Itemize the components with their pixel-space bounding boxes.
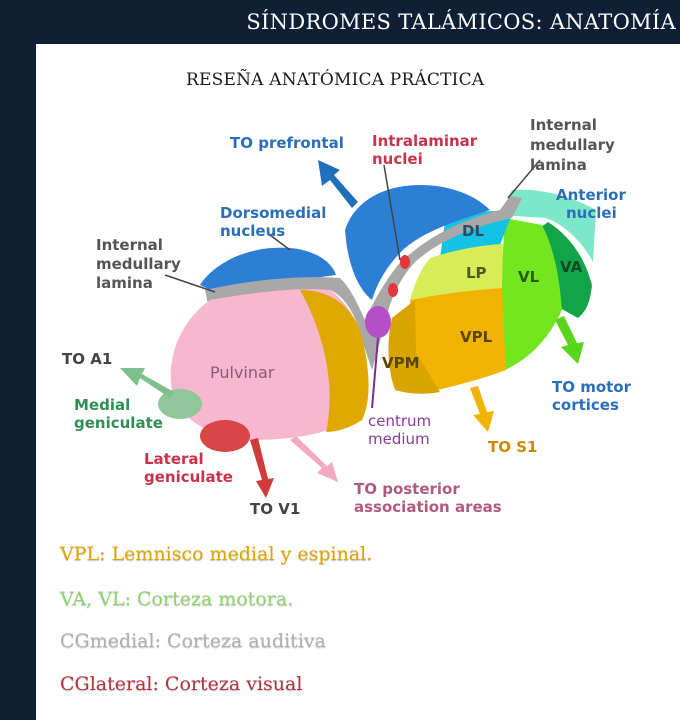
- pulvinar-orange-band: [300, 290, 369, 432]
- to-prefrontal-label: TO prefrontal: [230, 134, 344, 152]
- legend-cg-lateral: CGlateral: Corteza visual: [60, 673, 303, 695]
- medial-geniculate-label-1: Medial: [74, 396, 130, 414]
- slide-title: SÍNDROMES TALÁMICOS: ANATOMÍA: [246, 10, 676, 34]
- intralaminar-dot: [400, 255, 410, 269]
- dorsomedial-nucleus-region: [345, 185, 490, 300]
- va-region: [540, 222, 592, 318]
- to-a1-label: TO A1: [62, 350, 112, 368]
- anterior-label-2: nuclei: [566, 204, 617, 222]
- legend-cg-medial: CGmedial: Corteza auditiva: [60, 630, 326, 652]
- intralaminar-label-1: Intralaminar: [372, 132, 478, 150]
- dorsomedial-label-2: nucleus: [220, 222, 285, 240]
- va-label: VA: [560, 258, 583, 276]
- dl-label: DL: [462, 222, 484, 240]
- vpm-region: [388, 300, 440, 394]
- lateral-geniculate-label-2: geniculate: [144, 468, 233, 486]
- vpm-label: VPM: [382, 354, 420, 372]
- intralaminar-leader: [383, 164, 401, 261]
- dorsomedial-left-lobe: [200, 247, 336, 292]
- to-v1-label: TO V1: [250, 500, 300, 518]
- motor-arrow: [555, 316, 584, 364]
- lp-region: [410, 244, 503, 300]
- v1-arrow: [250, 438, 274, 498]
- vl-region: [500, 218, 562, 370]
- medial-geniculate-label-2: geniculate: [74, 414, 163, 432]
- int-med-left-label-3: lamina: [96, 274, 153, 292]
- pulvinar-label: Pulvinar: [210, 363, 275, 382]
- int-med-top-label-3: lamina: [530, 156, 587, 174]
- slide-subtitle: RESEÑA ANATÓMICA PRÁCTICA: [186, 70, 485, 90]
- internal-lamina-left-leader: [164, 274, 216, 293]
- centrum-leader: [371, 337, 379, 409]
- vpl-region: [410, 288, 506, 390]
- dorsomedial-leader: [269, 234, 291, 251]
- intralaminar-dot: [388, 283, 398, 297]
- to-posterior-label-1: TO posterior: [354, 480, 460, 498]
- to-posterior-label-2: association areas: [354, 498, 502, 516]
- int-med-left-label-2: medullary: [96, 255, 181, 273]
- lateral-geniculate: [200, 420, 250, 452]
- internal-lamina-top-leader: [507, 159, 541, 199]
- vpl-label: VPL: [460, 328, 493, 346]
- centrum-medium-nucleus: [365, 306, 391, 338]
- legend-vpl: VPL: Lemnisco medial y espinal.: [60, 543, 373, 565]
- s1-arrow: [470, 386, 494, 432]
- to-s1-label: TO S1: [488, 438, 537, 456]
- to-motor-label-1: TO motor: [552, 378, 632, 396]
- int-med-top-label-1: Internal: [530, 116, 597, 134]
- legend-va-vl: VA, VL: Corteza motora.: [60, 588, 294, 610]
- posterior-arrow: [290, 436, 338, 482]
- centrum-label-1: centrum: [368, 412, 431, 430]
- anterior-label-1: Anterior: [556, 186, 626, 204]
- vl-label: VL: [518, 268, 540, 286]
- dorsomedial-label-1: Dorsomedial: [220, 204, 326, 222]
- a1-arrow: [120, 368, 174, 398]
- prefrontal-arrow: [318, 160, 358, 208]
- dl-region: [440, 211, 512, 258]
- lp-label: LP: [466, 264, 487, 282]
- lateral-geniculate-label-1: Lateral: [144, 450, 204, 468]
- to-motor-label-2: cortices: [552, 396, 619, 414]
- intralaminar-label-2: nuclei: [372, 150, 423, 168]
- int-med-top-label-2: medullary: [530, 136, 615, 154]
- int-med-left-label-1: Internal: [96, 236, 163, 254]
- anterior-nuclei-region: [500, 189, 596, 262]
- internal-medullary-lamina: [205, 196, 522, 370]
- centrum-label-2: medium: [368, 430, 430, 448]
